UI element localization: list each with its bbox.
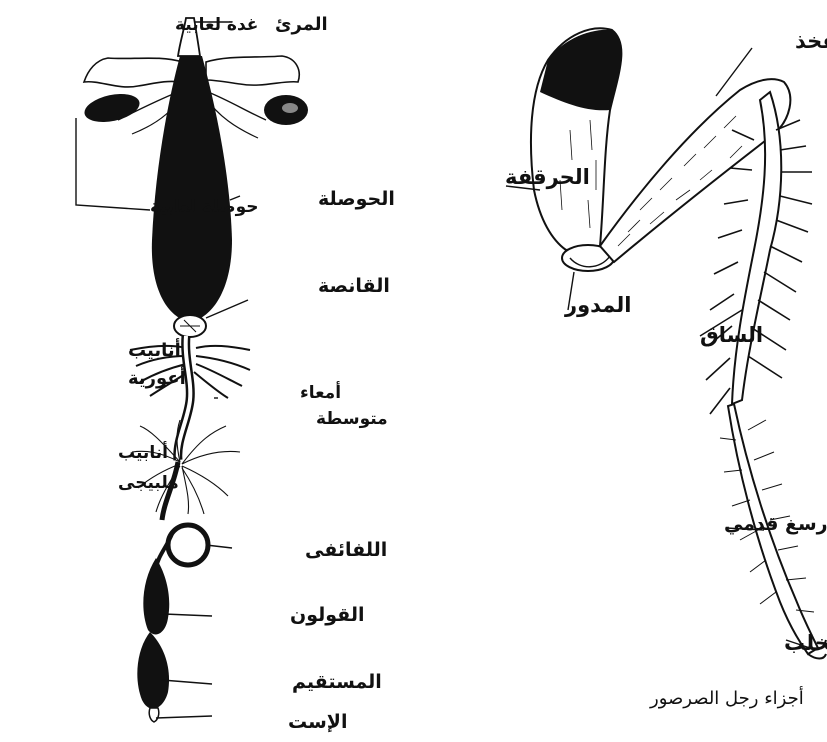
malpighian-label-line2: ملبيجى: [118, 473, 179, 493]
gastric-caeca-label-line1: أنابيب: [128, 338, 181, 361]
rectum-label: المستقيم: [292, 671, 382, 693]
anus-label: الإست: [288, 711, 347, 733]
femur-label: الفخذ: [795, 29, 827, 53]
colon: [143, 558, 169, 634]
claw-label: المخلب: [784, 631, 827, 655]
crop-label: الحوصلة: [318, 188, 395, 210]
trochanter-label: المدور: [564, 293, 631, 317]
pharynx-label: المرئ: [275, 14, 328, 35]
salivary-gland-label: غدة لعابية: [175, 15, 258, 35]
anus: [149, 708, 159, 722]
salivary-reservoir-label: حوصلة لعابية: [150, 197, 259, 217]
coxa-label: الحرقفة: [505, 165, 590, 189]
leg-figure-caption: أجزاء رجل الصرصور: [649, 686, 804, 709]
malpighian-label-line1: أنابيب: [118, 441, 168, 463]
rectum: [137, 632, 169, 709]
salivary-reservoir-left: [82, 89, 142, 126]
tibia-label: الساق: [700, 323, 763, 347]
crop: [152, 56, 232, 322]
midgut-label-line2: متوسطة: [316, 409, 388, 429]
ileum: [168, 525, 208, 565]
digestive-system-diagram: المرئ غدة لعابية حوصلة لعابية الحوصلة ال…: [76, 14, 395, 733]
colon-label: القولون: [290, 604, 365, 626]
midgut-label-line1: أمعاء: [300, 381, 341, 403]
ileum-label: اللفائفى: [305, 539, 387, 561]
gizzard-label: القانصة: [318, 275, 390, 297]
gastric-caeca-label-line2: أعورية: [128, 366, 186, 389]
cricket-leg-diagram: الفخذ الحرقفة المدور الساق رسغ قدمي المخ…: [505, 28, 827, 709]
salivary-gland-left: [84, 58, 182, 87]
tarsus-label: رسغ قدمي: [724, 513, 827, 535]
salivary-gland-right: [206, 56, 299, 85]
